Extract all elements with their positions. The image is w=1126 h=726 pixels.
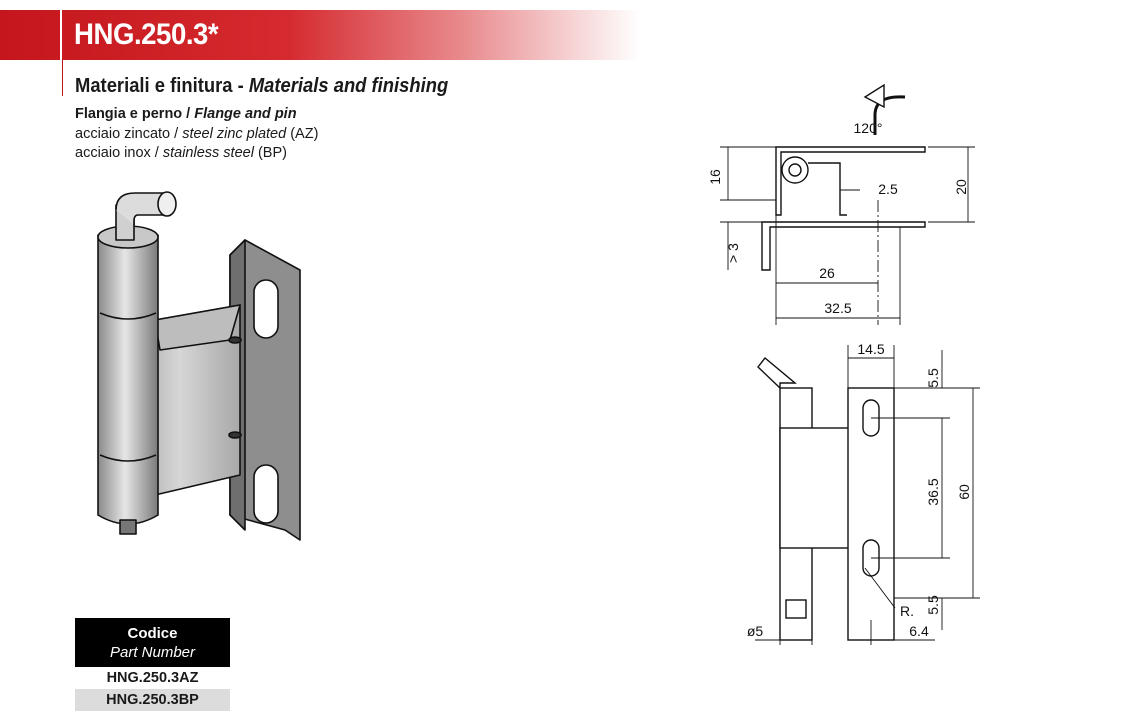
title-rule — [62, 60, 63, 96]
finish-code: (AZ) — [290, 126, 319, 142]
dim-2-5-label: 2.5 — [878, 181, 898, 197]
pin-inner — [788, 163, 802, 177]
part-number-table: Codice Part Number HNG.250.3AZ HNG.250.3… — [75, 618, 230, 711]
leaf-outline — [779, 427, 859, 549]
knuckle-profile — [808, 162, 847, 216]
component-en: Flange and pin — [194, 106, 297, 122]
finish-code: (BP) — [257, 145, 287, 161]
finish-line-stainless: acciaio inox / stainless steel (BP) — [75, 145, 287, 161]
product-code-title: HNG.250.3* — [74, 18, 219, 51]
header-band: HNG.250.3* — [0, 10, 640, 60]
finish-en: stainless steel — [162, 145, 254, 161]
dim-20-label: 20 — [953, 179, 969, 195]
pin-tip-outline — [785, 599, 807, 619]
pin-outer — [781, 156, 809, 184]
dim-3-label: > 3 — [725, 243, 741, 263]
header-divider — [60, 10, 62, 60]
hinge-barrel — [97, 234, 159, 525]
table-header-en: Part Number — [109, 643, 196, 661]
finish-line-zinc: acciaio zincato / steel zinc plated (AZ) — [75, 126, 318, 142]
dim-14-5-label: 14.5 — [857, 341, 884, 357]
rotation-arrowhead — [863, 83, 885, 109]
dim-5-5-top-label: 5.5 — [925, 368, 941, 388]
dim-36-5-label: 36.5 — [925, 478, 941, 505]
materials-heading-en: Materials and finishing — [248, 75, 449, 97]
rivet-upper — [228, 336, 242, 344]
flange-outline — [847, 387, 895, 641]
spring-pin-outline — [757, 356, 797, 390]
dim-32-5-label: 32.5 — [824, 300, 851, 316]
side-view-drawing: 120° 16 20 2.5 > 3 26 32.5 — [707, 83, 975, 325]
dia5-label: ø5 — [747, 623, 764, 639]
dim-6-4-label: 6.4 — [909, 623, 929, 639]
pin-tip — [119, 519, 137, 535]
dim-16-label: 16 — [707, 169, 723, 185]
component-it: Flangia e perno / — [75, 106, 191, 122]
table-row: HNG.250.3BP — [75, 689, 230, 711]
dim-26-label: 26 — [819, 265, 835, 281]
angle-label: 120° — [854, 120, 883, 136]
finish-en: steel zinc plated — [182, 126, 287, 142]
table-row: HNG.250.3AZ — [106, 670, 199, 686]
slot-hole-lower — [253, 464, 279, 524]
finish-it: acciaio inox / — [75, 145, 159, 161]
front-view-drawing: 14.5 5.5 36.5 60 5.5 R. ø5 6.4 — [747, 341, 980, 645]
slot-hole-upper — [253, 279, 279, 339]
finish-it: acciaio zincato / — [75, 126, 179, 142]
materials-heading-it: Materiali e finitura - — [75, 75, 244, 97]
rivet-lower — [228, 431, 242, 439]
component-line: Flangia e perno / Flange and pin — [75, 106, 297, 122]
dim-60-label: 60 — [956, 484, 972, 500]
barrel-joint-upper — [99, 312, 157, 320]
dim-5-5-bottom-label: 5.5 — [925, 595, 941, 615]
hinge-3d-illustration — [97, 191, 301, 541]
lower-leaf-profile — [761, 221, 926, 271]
table-header: Codice Part Number — [75, 618, 230, 667]
spring-pin-knob — [157, 191, 177, 217]
table-header-it: Codice — [127, 624, 178, 642]
radius-label: R. — [900, 603, 914, 619]
barrel-joint-lower — [99, 454, 157, 462]
materials-heading: Materiali e finitura - Materials and fin… — [75, 75, 448, 98]
radius-leader — [864, 567, 896, 609]
